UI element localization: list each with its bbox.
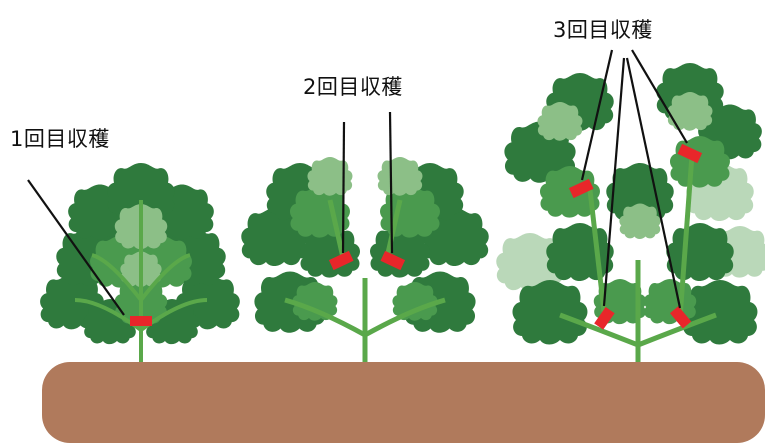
harvest-marker-3d [669,306,692,329]
pointer-lines [27,49,688,316]
plant-2 [241,157,489,362]
harvest-2-label: 2回目収穫 [303,75,403,99]
harvest-marker-3c [594,306,615,330]
harvest-marker-3b [677,143,703,164]
pointer-line-3b [602,57,626,307]
pointer-line-2a [341,121,346,254]
pointer-line-3a [580,49,614,181]
pointer-line-3d [631,49,688,144]
plant-3 [496,63,765,362]
harvest-marker-2a [328,250,354,271]
plant-1 [40,163,240,362]
pointer-line-3c [625,57,682,309]
harvest-1-label: 1回目収穫 [10,127,110,151]
pointer-line-2b [388,111,394,254]
soil-ground [42,362,765,443]
harvest-marker-2b [380,250,406,271]
harvest-3-label: 3回目収穫 [553,18,653,42]
harvest-marker-3a [568,178,594,199]
pointer-line-1 [27,179,125,316]
harvest-marker-1 [130,316,152,326]
